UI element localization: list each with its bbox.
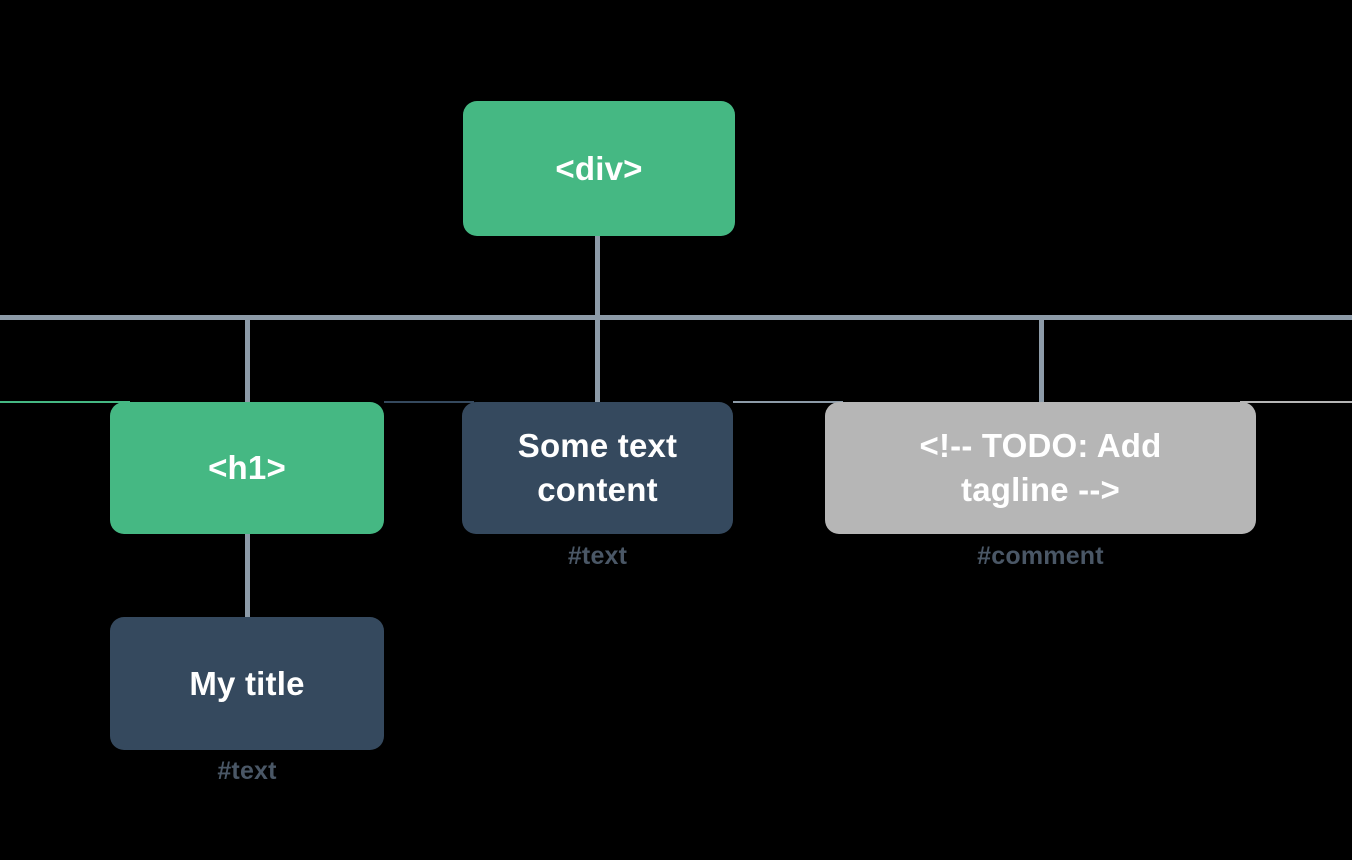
connector-bar-to-h1 — [245, 315, 250, 403]
edge-rule-right-gray — [1240, 401, 1352, 403]
node-div-text[interactable]: Some text content — [462, 402, 733, 534]
edge-rule-left-green — [0, 401, 130, 403]
caption-div-text: #text — [567, 542, 628, 570]
caption-div-comment: #comment — [977, 542, 1104, 570]
connector-sibling-bar — [0, 315, 1352, 320]
node-div[interactable]: <div> — [463, 101, 735, 236]
node-h1-text[interactable]: My title — [110, 617, 384, 750]
connector-h1-to-text — [245, 534, 250, 619]
edge-rule-mid-gray — [733, 401, 843, 403]
node-h1[interactable]: <h1> — [110, 402, 384, 534]
edge-rule-mid-navy — [384, 401, 474, 403]
caption-h1-text: #text — [217, 757, 277, 785]
node-div-comment[interactable]: <!-- TODO: Add tagline --> — [825, 402, 1256, 534]
connector-bar-to-comment — [1039, 315, 1044, 403]
